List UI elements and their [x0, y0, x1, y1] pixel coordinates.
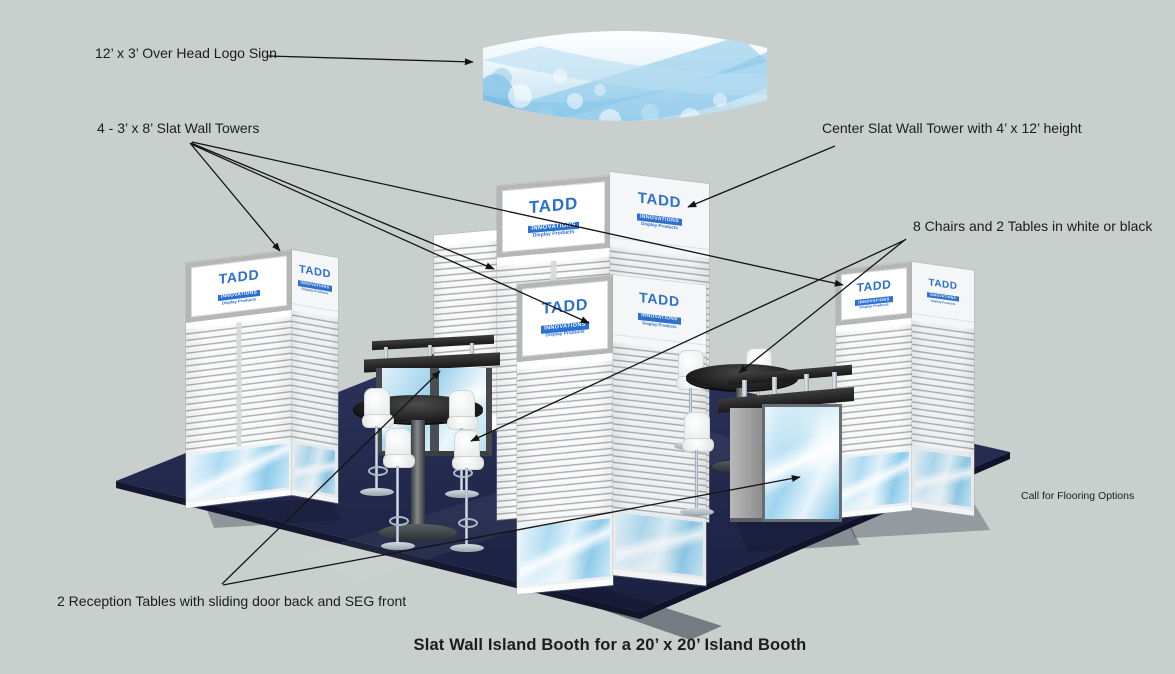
- stool-pole: [396, 466, 399, 544]
- graphic-base: [836, 448, 912, 513]
- stool-seat: [682, 438, 714, 452]
- label-center-tower: Center Slat Wall Tower with 4’ x 12’ hei…: [822, 120, 1082, 136]
- tower-right-right-face: TADD INNOVATIONS Display Products: [912, 262, 974, 516]
- label-overhead-sign: 12’ x 3’ Over Head Logo Sign: [95, 45, 277, 61]
- logo-header: TADD INNOVATIONS Display Products: [517, 275, 613, 363]
- stool-base: [445, 490, 479, 498]
- logo-header: TADD INNOVATIONS Display Products: [912, 262, 974, 323]
- stool-pole: [695, 450, 698, 510]
- stool-seat: [452, 456, 484, 470]
- graphic-base: [912, 446, 974, 511]
- stool-seat: [447, 416, 479, 430]
- caption-title: Slat Wall Island Booth for a 20’ x 20’ I…: [413, 636, 807, 654]
- logo-header: TADD INNOVATIONS Display Products: [836, 262, 912, 326]
- counter-side-panel: [730, 408, 762, 522]
- slat-panel: [292, 310, 338, 449]
- graphic-base: [517, 515, 613, 589]
- counter-post: [384, 347, 388, 360]
- counter-post: [428, 345, 432, 359]
- stool-footring: [458, 518, 478, 528]
- floor-reflection: [540, 578, 722, 640]
- tadd-logo: TADD INNOVATIONS Display Products: [855, 276, 893, 310]
- stool-pole: [375, 426, 378, 490]
- sign-graphic: [483, 36, 767, 121]
- tadd-logo: TADD INNOVATIONS Display Products: [217, 265, 261, 306]
- graphic-base: [292, 440, 338, 499]
- tower-left-right-face: TADD INNOVATIONS Display Products: [292, 250, 338, 504]
- tadd-logo: TADD INNOVATIONS Display Products: [926, 276, 960, 306]
- counter-graphic-front: [762, 404, 842, 522]
- tadd-logo: TADD INNOVATIONS Display Products: [541, 296, 589, 339]
- slat-panel: [517, 360, 613, 525]
- stool-seat: [383, 454, 415, 468]
- stool-footring: [389, 516, 409, 526]
- slat-panel: [912, 320, 974, 455]
- label-slat-towers: 4 - 3’ x 8’ Slat Wall Towers: [97, 120, 260, 136]
- stool-base: [360, 488, 394, 496]
- tadd-logo: TADD INNOVATIONS Display Products: [638, 288, 681, 330]
- stool-seat: [362, 414, 394, 428]
- slat-panel: [186, 316, 292, 454]
- bar-table-column: [411, 420, 425, 530]
- tower-front-left-face: TADD INNOVATIONS Display Products: [517, 275, 613, 595]
- logo-header: TADD INNOVATIONS Display Products: [292, 250, 338, 313]
- tadd-logo: TADD INNOVATIONS Display Products: [636, 189, 683, 231]
- graphic-base: [613, 509, 706, 580]
- stool-base: [450, 544, 484, 552]
- bar-table-base: [379, 524, 457, 541]
- label-chairs-tables: 8 Chairs and 2 Tables in white or black: [913, 218, 1153, 234]
- counter-post: [742, 380, 747, 398]
- stool-back: [449, 390, 475, 420]
- overhead-sign: [483, 31, 767, 121]
- stool-base: [680, 508, 714, 516]
- tower-left-left-face: TADD INNOVATIONS Display Products: [186, 250, 292, 509]
- logo-header: TADD INNOVATIONS Display Products: [497, 176, 610, 258]
- label-flooring: Call for Flooring Options: [1021, 490, 1135, 502]
- stool-footring: [368, 466, 388, 476]
- logo-header: TADD INNOVATIONS Display Products: [610, 172, 709, 251]
- tadd-logo: TADD INNOVATIONS Display Products: [297, 263, 333, 296]
- tadd-logo: TADD INNOVATIONS Display Products: [528, 193, 579, 240]
- stool-pole: [465, 468, 468, 546]
- label-reception: 2 Reception Tables with sliding door bac…: [57, 593, 407, 609]
- stool-base: [381, 542, 415, 550]
- logo-header: TADD INNOVATIONS Display Products: [613, 275, 706, 346]
